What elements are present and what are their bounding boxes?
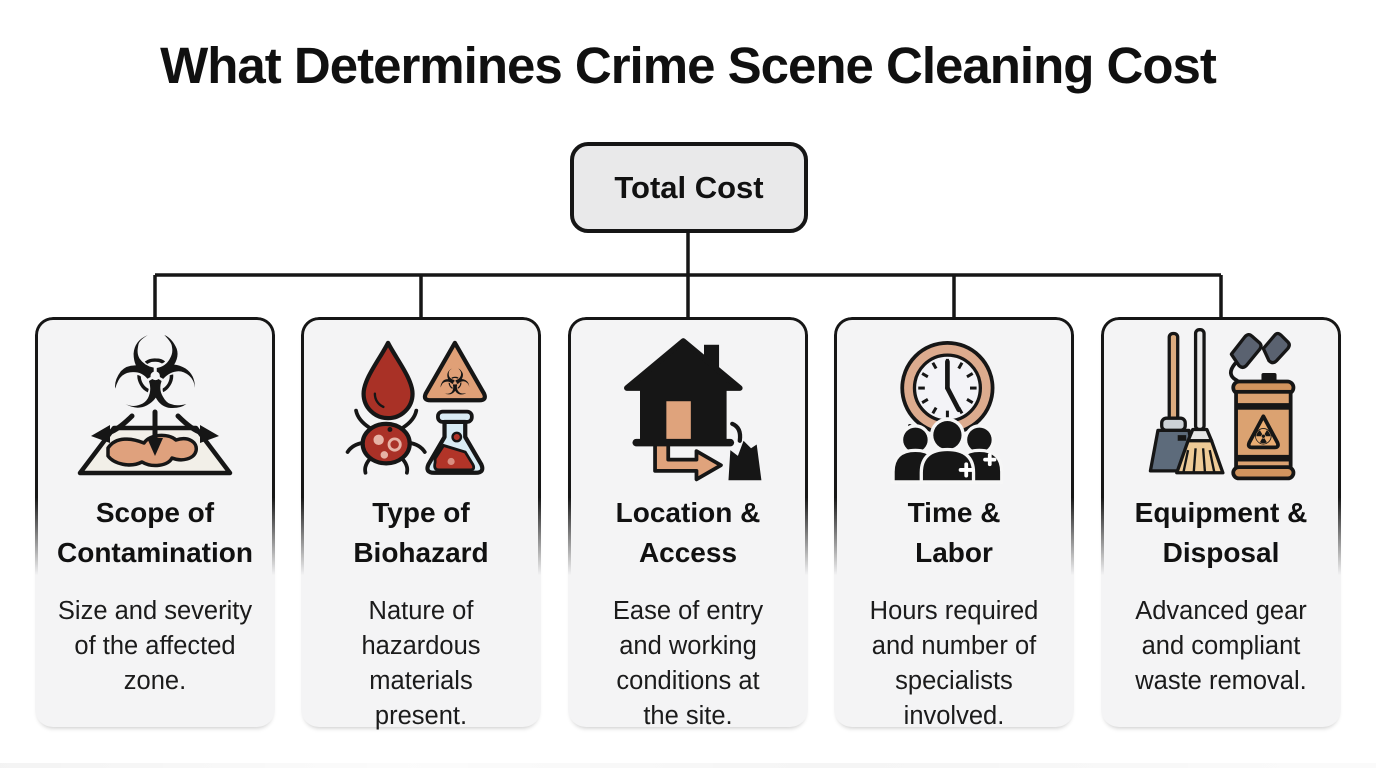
card-title: Location & Access [615,497,761,568]
biohazard-spill-icon: ☣ [70,329,240,481]
card-location-access: Location & Access Ease of entry and work… [568,317,808,730]
card-title: Scope of Contamination [57,497,253,568]
svg-text:☣: ☣ [110,332,200,432]
clock-team-icon [874,329,1034,484]
house-access-icon [608,329,768,482]
svg-text:☣: ☣ [439,363,471,404]
cleaning-equipment-icon: ☢ [1141,328,1301,481]
card-equipment-disposal: ☢ Equipment & Disposal Advanced gear and… [1101,317,1341,727]
card-time-labor: Time & Labor Hours required and number o… [834,317,1074,730]
card-description: Ease of entry and working conditions at … [612,596,764,731]
card-description: Advanced gear and compliant waste remova… [1135,596,1307,695]
total-cost-label: Total Cost [614,169,764,205]
card-title: Time & Labor [907,497,1001,568]
hazard-materials-icon: ☣ [341,329,501,481]
card-scope-of-contamination: ☣ Scope of Contamination Size and severi… [35,317,275,727]
card-description: Size and severity of the affected zone. [57,596,253,695]
svg-text:☢: ☢ [1253,425,1273,451]
card-title: Type of Biohazard [353,497,489,568]
card-title: Equipment & Disposal [1134,497,1308,568]
card-description: Nature of hazardous materials present. [361,596,481,731]
bottom-edge-artifact [0,763,1376,768]
card-type-of-biohazard: ☣ [301,317,541,730]
page-title: What Determines Crime Scene Cleaning Cos… [160,37,1217,94]
card-description: Hours required and number of specialists… [869,596,1039,731]
total-cost-node: Total Cost [570,142,808,233]
